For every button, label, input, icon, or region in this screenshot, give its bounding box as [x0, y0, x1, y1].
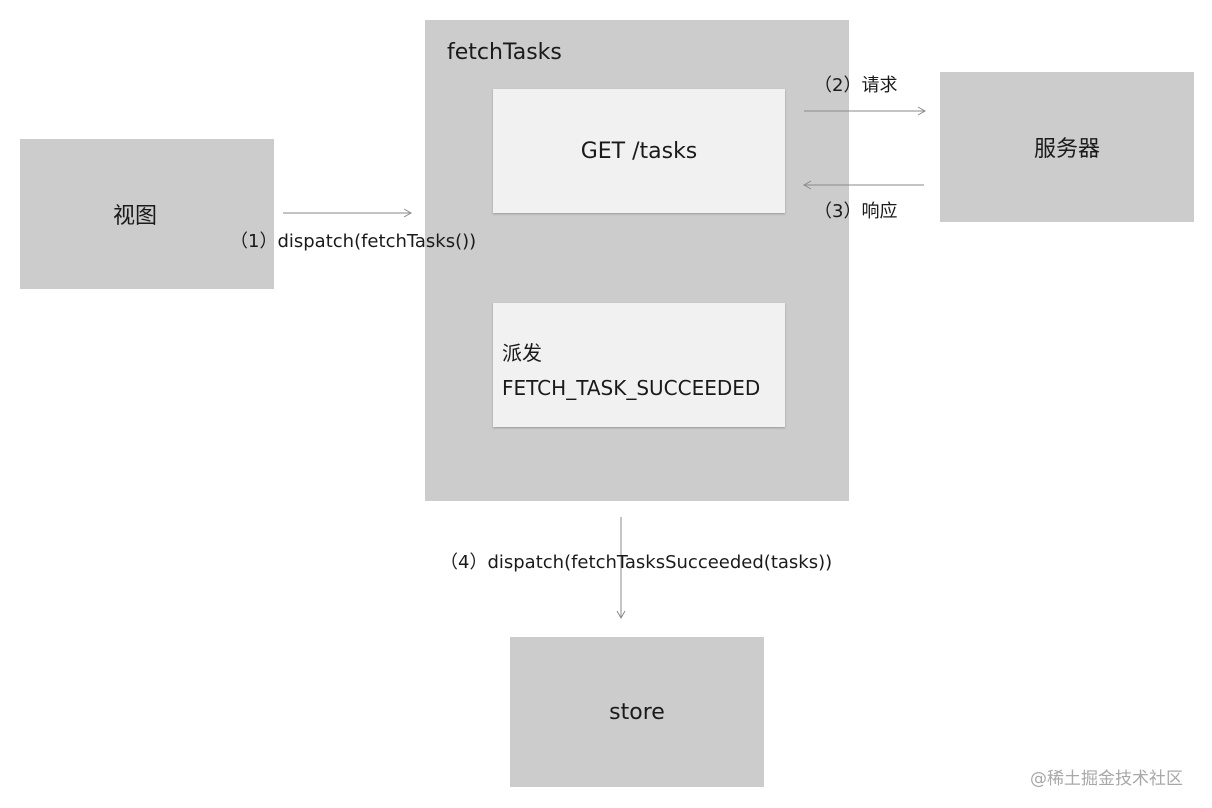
- dispatch-line-1: 派发: [502, 341, 542, 365]
- view-node-label: 视图: [112, 204, 157, 229]
- dispatch-line-2: FETCH_TASK_SUCCEEDED: [502, 376, 761, 400]
- edge-step2-label: （2）请求: [814, 75, 898, 96]
- arrow-step1-head: [403, 208, 413, 218]
- server-node: 服务器: [940, 72, 1194, 222]
- watermark: @稀土掘金技术社区: [1030, 769, 1183, 789]
- dispatch-succeeded-node: 派发 FETCH_TASK_SUCCEEDED: [493, 303, 785, 427]
- arrow-step3-head: [802, 180, 812, 190]
- store-node: store: [510, 637, 764, 787]
- arrow-step4-head: [616, 610, 626, 620]
- get-tasks-label: GET /tasks: [580, 138, 698, 164]
- store-node-label: store: [609, 699, 665, 725]
- edge-step1-label: （1）dispatch(fetchTasks()): [230, 231, 477, 252]
- dispatch-succeeded-label: 派发 FETCH_TASK_SUCCEEDED: [502, 336, 760, 406]
- fetch-tasks-title: fetchTasks: [447, 40, 562, 65]
- edge-step3-label: （3）响应: [814, 201, 898, 222]
- view-node: 视图: [20, 139, 274, 289]
- edge-step4-label: （4）dispatch(fetchTasksSucceeded(tasks)): [440, 552, 833, 573]
- get-tasks-node: GET /tasks: [493, 89, 785, 213]
- arrow-step2-head: [917, 106, 927, 116]
- server-node-label: 服务器: [1033, 137, 1100, 162]
